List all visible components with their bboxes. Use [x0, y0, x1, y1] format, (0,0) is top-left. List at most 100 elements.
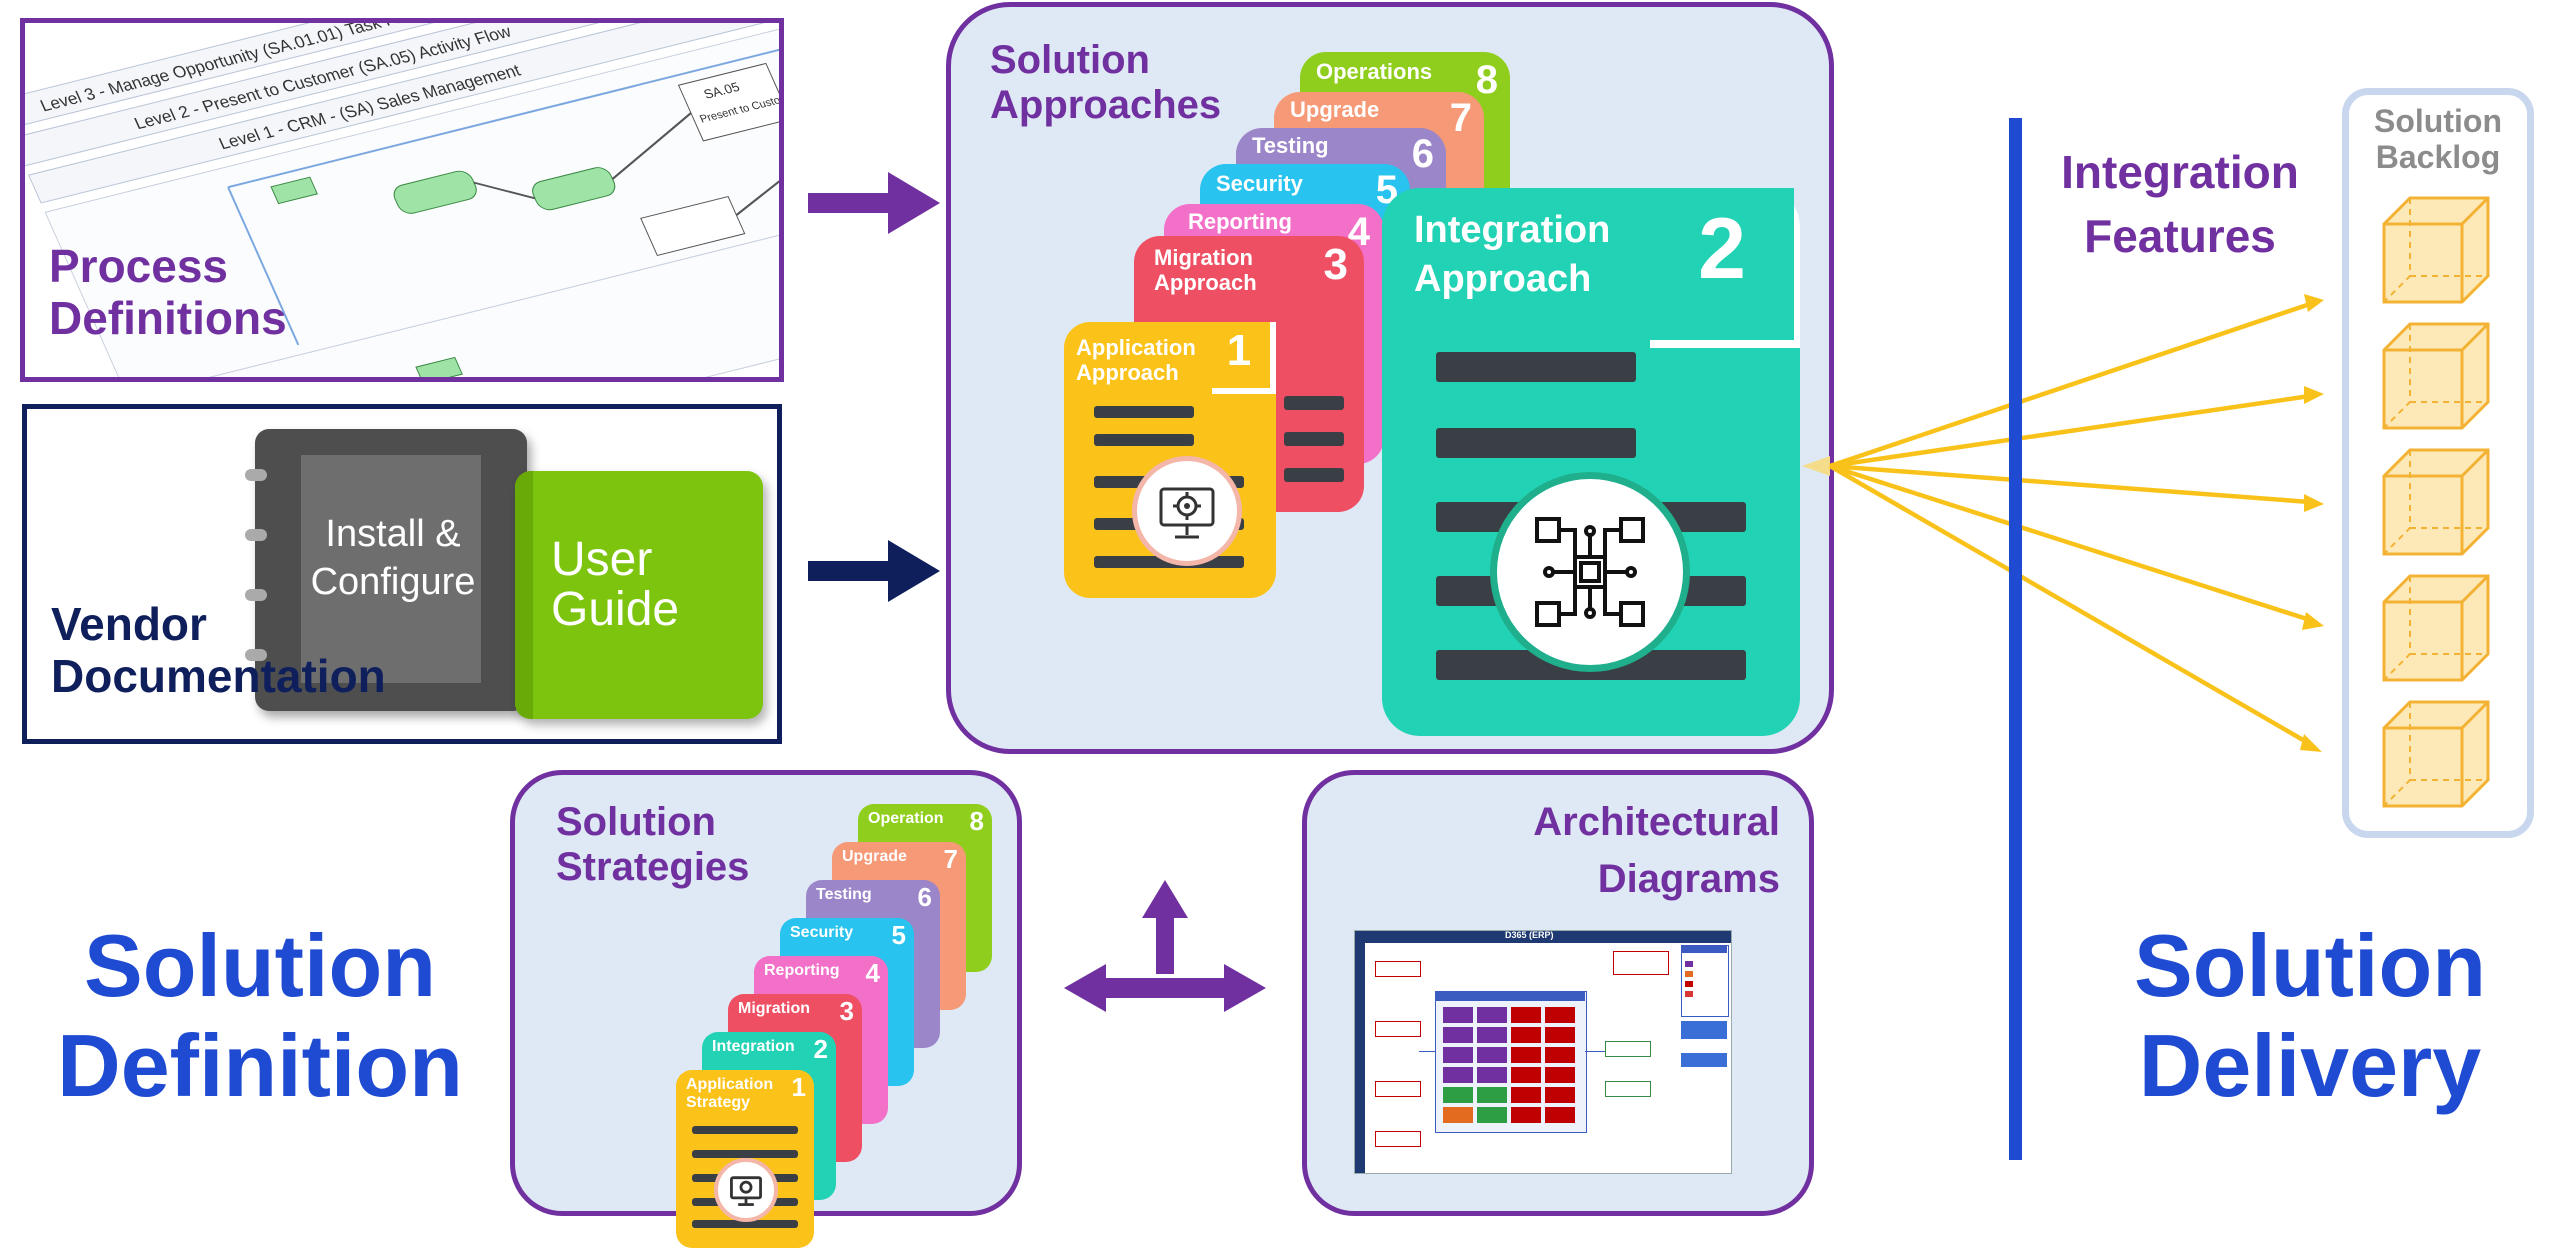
- approach-card-number: 7: [1449, 96, 1472, 140]
- approach-card-number: 8: [1475, 58, 1498, 102]
- vendor-documentation-panel: Install & Configure User Guide Vendor Do…: [22, 404, 782, 744]
- architecture-module: [1477, 1027, 1507, 1043]
- strategy-card-title: Reporting: [764, 962, 840, 979]
- strategy-card-title: Migration: [738, 1000, 810, 1017]
- strategy-card-number: 1: [791, 1072, 806, 1102]
- computer-gear-icon: [714, 1158, 778, 1222]
- architecture-module: [1477, 1007, 1507, 1023]
- strategy-card-number: 7: [943, 844, 958, 874]
- integration-circuit-icon: [1490, 472, 1690, 672]
- backlog-item-cube: [2380, 446, 2492, 558]
- architecture-module: [1511, 1107, 1541, 1123]
- strategy-card-title: Operation: [868, 810, 944, 827]
- text-line: [1284, 468, 1344, 482]
- binder-ring: [245, 589, 267, 601]
- backlog-item-cube: [2380, 194, 2492, 306]
- approach-card-title: Testing: [1252, 133, 1329, 158]
- strategy-card-title: Application Strategy: [686, 1076, 774, 1111]
- approach-card-title: Operations: [1316, 59, 1433, 84]
- strategy-card-number: 3: [839, 996, 854, 1026]
- backlog-item-cube: [2380, 572, 2492, 684]
- process-flow-snippet: Level 3 - Manage Opportunity (SA.01.01) …: [25, 23, 779, 377]
- integration-approach-card: Integration Approach 2: [1382, 188, 1800, 736]
- install-configure-book: Install & Configure: [245, 429, 527, 711]
- approach-card-title: Upgrade: [1290, 97, 1380, 122]
- process-definitions-label: Process Definitions: [49, 240, 287, 344]
- binder-ring: [245, 469, 267, 481]
- binder-ring: [245, 529, 267, 541]
- architecture-module: [1443, 1087, 1473, 1103]
- approach-card-1: Application Approach 1: [1064, 322, 1276, 598]
- strategy-card-number: 6: [917, 882, 932, 912]
- architecture-module: [1477, 1047, 1507, 1063]
- delivery-divider-line: [2009, 118, 2022, 1160]
- strategy-card-number: 8: [969, 806, 984, 836]
- computer-gear-icon: [1132, 456, 1242, 566]
- integration-features-label: Integration Features: [2061, 146, 2299, 263]
- architecture-module: [1477, 1067, 1507, 1083]
- architecture-module: [1545, 1027, 1575, 1043]
- architecture-module: [1511, 1047, 1541, 1063]
- architecture-module: [1443, 1107, 1473, 1123]
- binder-ring: [245, 649, 267, 661]
- strategy-card-title: Integration: [712, 1038, 795, 1055]
- architecture-module: [1545, 1047, 1575, 1063]
- approach-card-title: Reporting: [1188, 209, 1292, 234]
- solution-strategies-label: Solution Strategies: [556, 800, 750, 889]
- approach-card-title: Migration Approach: [1154, 245, 1257, 295]
- user-guide-label: User Guide: [551, 533, 680, 637]
- architecture-module: [1477, 1087, 1507, 1103]
- approach-card-number: 6: [1411, 132, 1434, 176]
- architecture-module: [1511, 1007, 1541, 1023]
- text-line: [1284, 432, 1344, 446]
- vendor-documentation-label: Vendor Documentation: [51, 598, 386, 702]
- user-guide-book: User Guide: [515, 471, 763, 719]
- approach-card-title: Security: [1216, 171, 1303, 196]
- approach-card-number: 1: [1226, 326, 1252, 375]
- architecture-module: [1545, 1007, 1575, 1023]
- architecture-module: [1477, 1107, 1507, 1123]
- text-line: [692, 1150, 798, 1158]
- architecture-module: [1443, 1007, 1473, 1023]
- strategy-card-number: 4: [865, 958, 880, 988]
- strategy-card-number: 5: [891, 920, 906, 950]
- install-configure-label: Install & Configure: [310, 513, 476, 603]
- architecture-module: [1443, 1027, 1473, 1043]
- text-line: [1436, 352, 1636, 382]
- architecture-module: [1511, 1087, 1541, 1103]
- architecture-diagram-title: D365 (ERP): [1505, 930, 1554, 940]
- strategy-card-1: Application Strategy 1: [676, 1070, 814, 1248]
- text-line: [1094, 406, 1194, 418]
- strategy-card-title: Upgrade: [842, 848, 907, 865]
- solution-approaches-label: Solution Approaches: [990, 38, 1222, 127]
- architecture-module: [1511, 1067, 1541, 1083]
- text-line: [1284, 396, 1344, 410]
- strategy-card-title: Security: [790, 924, 854, 941]
- text-line: [1436, 428, 1636, 458]
- architecture-module: [1545, 1087, 1575, 1103]
- integration-approach-number: 2: [1698, 201, 1746, 297]
- text-line: [692, 1126, 798, 1134]
- integration-features-arrows: [1802, 294, 2324, 752]
- arrow-process-to-approaches: [808, 172, 940, 234]
- strategy-card-title: Testing: [816, 886, 872, 903]
- backlog-item-cube: [2380, 320, 2492, 432]
- architecture-module: [1511, 1027, 1541, 1043]
- solution-definition-title: Solution Definition: [57, 916, 463, 1116]
- solution-delivery-title: Solution Delivery: [2134, 916, 2486, 1116]
- approach-card-number: 3: [1323, 240, 1348, 289]
- arrow-vendor-to-approaches: [808, 540, 940, 602]
- solution-backlog-label: Solution Backlog: [2374, 103, 2502, 175]
- architecture-module: [1545, 1107, 1575, 1123]
- architectural-diagrams-label: Architectural Diagrams: [1533, 800, 1780, 901]
- architecture-diagram-header: [1355, 931, 1731, 943]
- architecture-module-grid: [1443, 1007, 1579, 1127]
- strategy-card-number: 2: [813, 1034, 828, 1064]
- architecture-module: [1443, 1047, 1473, 1063]
- process-definitions-panel: Level 3 - Manage Opportunity (SA.01.01) …: [20, 18, 784, 382]
- architecture-module: [1443, 1067, 1473, 1083]
- architecture-diagram-thumbnail: D365 (ERP): [1354, 930, 1732, 1174]
- backlog-item-cube: [2380, 698, 2492, 810]
- integration-approach-title: Integration Approach: [1414, 209, 1611, 301]
- approach-card-title: Application Approach: [1076, 335, 1196, 385]
